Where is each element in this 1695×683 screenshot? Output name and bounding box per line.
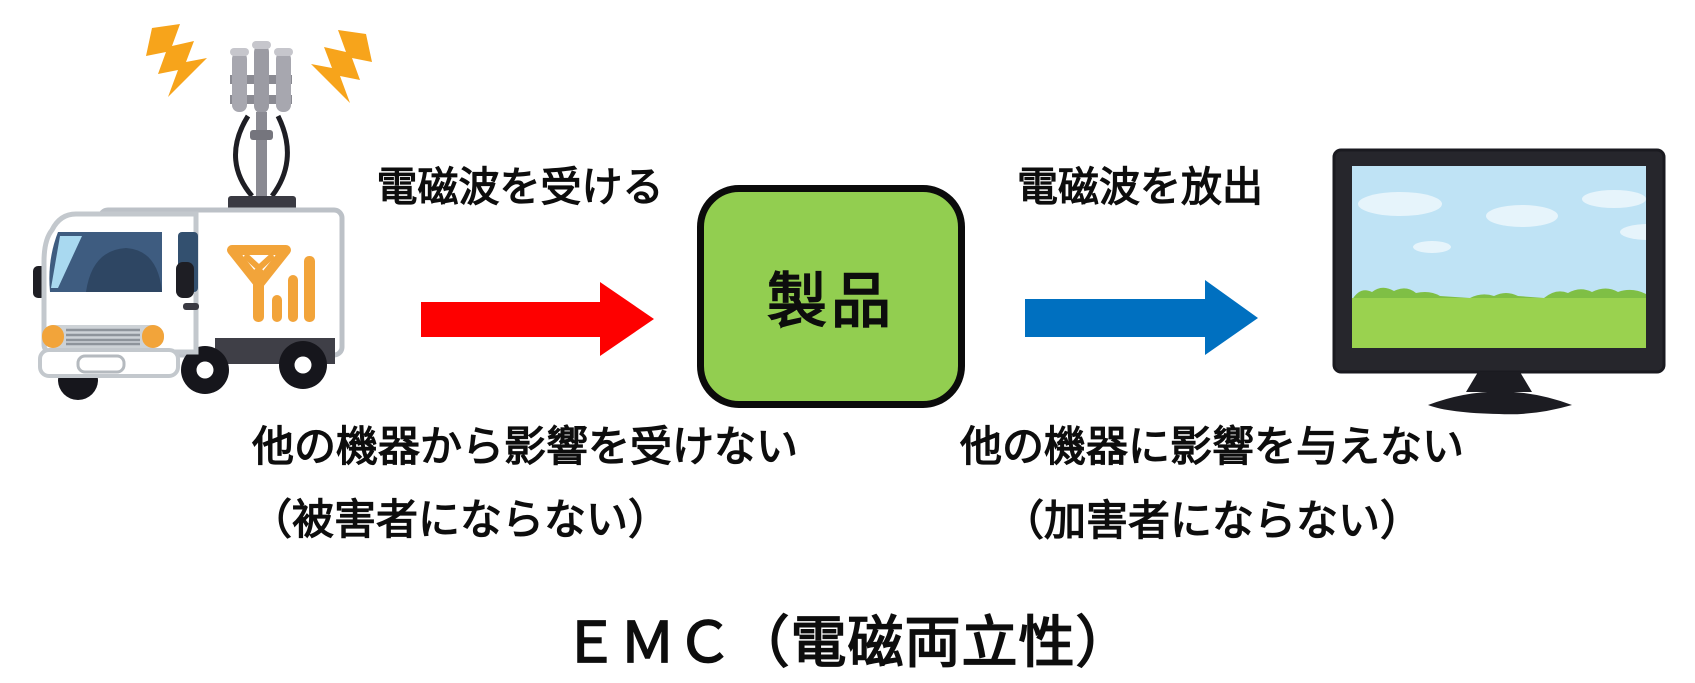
tv-screen (1352, 166, 1646, 348)
lightning-bolt-right-icon (311, 30, 372, 103)
antenna-mast (228, 41, 296, 212)
red-arrow-icon (421, 282, 654, 356)
lightning-bolt-left-icon (146, 24, 207, 97)
product-box: 製品 (697, 185, 965, 408)
emit-label: 電磁波を放出 (1017, 164, 1263, 210)
blue-arrow-icon (1025, 280, 1258, 355)
right-caption-line1: 他の機器に影響を与えない (959, 423, 1464, 470)
broadcast-van-icon (33, 24, 372, 400)
truck-cab (33, 211, 199, 378)
left-caption-line1: 他の機器から影響を受けない (251, 423, 798, 470)
antenna-logo-icon (227, 245, 315, 322)
left-caption-line2: （被害者にならない） (249, 496, 670, 543)
truck-grille (42, 325, 164, 348)
tv-icon (1332, 148, 1666, 415)
receive-label: 電磁波を受ける (376, 164, 664, 210)
tv-stand (1428, 372, 1572, 415)
product-label: 製品 (767, 268, 895, 335)
page-title: ＥＭＣ（電磁両立性） (562, 611, 1133, 674)
right-caption-line2: （加害者にならない） (1001, 497, 1422, 544)
